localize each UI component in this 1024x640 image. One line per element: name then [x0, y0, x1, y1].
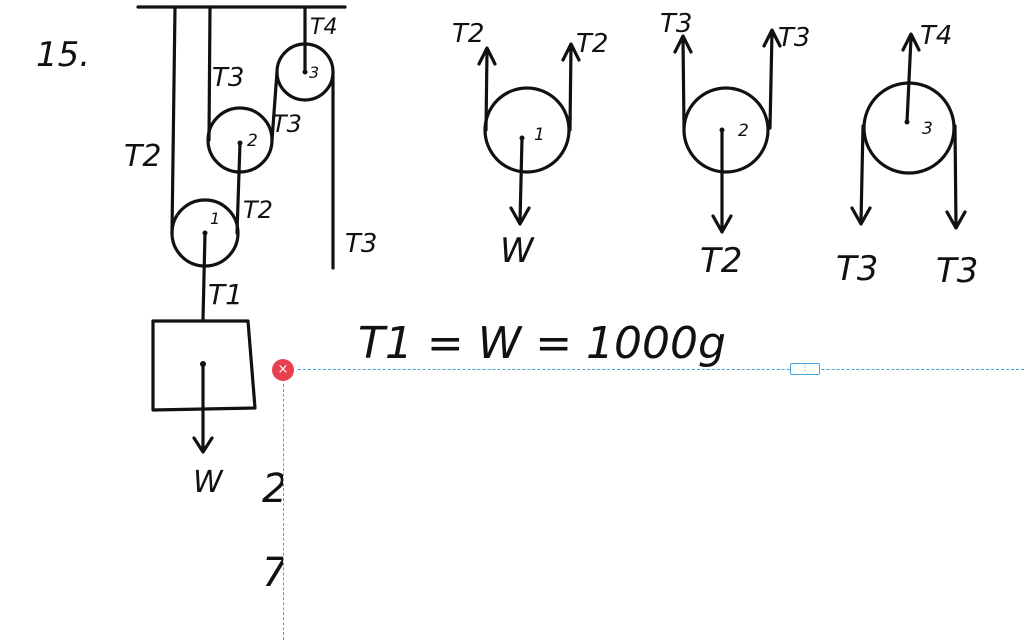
rope-t1 — [201, 231, 207, 322]
svg-text:2: 2 — [738, 121, 749, 141]
svg-text:W: W — [193, 465, 224, 500]
svg-text:T1: T1 — [208, 278, 243, 311]
drag-handle-icon: ⋮ — [800, 363, 810, 373]
svg-text:T3: T3 — [836, 249, 878, 289]
svg-text:3: 3 — [922, 119, 933, 139]
svg-text:T3: T3 — [936, 251, 978, 291]
svg-text:T4: T4 — [920, 21, 952, 51]
svg-text:W: W — [500, 231, 535, 271]
problem-number: 15. — [36, 35, 90, 75]
fbd-pulley-3: 3 T4 T3 T3 — [836, 21, 978, 291]
rope-t2-right — [235, 141, 242, 235]
svg-text:T2: T2 — [700, 241, 742, 281]
svg-text:T3: T3 — [212, 63, 244, 93]
svg-text:1: 1 — [210, 209, 220, 228]
weight-arrow-head — [192, 436, 214, 454]
svg-text:T3: T3 — [345, 229, 377, 259]
fbd-pulley-1: 1 T2 T2 W — [452, 19, 608, 271]
resize-handle[interactable]: ⋮ — [790, 363, 820, 375]
fbd-pulley-2: 2 T3 T3 T2 — [660, 9, 810, 281]
svg-text:2: 2 — [247, 131, 258, 151]
rope-t3-left — [207, 5, 212, 142]
close-button[interactable]: × — [272, 359, 294, 381]
svg-text:3: 3 — [309, 63, 319, 82]
svg-text:T4: T4 — [310, 15, 337, 40]
svg-text:T2: T2 — [243, 196, 273, 224]
rope-t3-right — [270, 70, 279, 142]
svg-text:T3: T3 — [778, 23, 810, 53]
svg-text:T3: T3 — [272, 110, 302, 138]
pulley-system: 1 2 3 T2 T3 T3 T2 T4 T3 T1 W — [124, 5, 377, 500]
close-icon: × — [277, 362, 289, 377]
rope-t2-left — [170, 5, 177, 235]
svg-text:T2: T2 — [452, 19, 484, 49]
svg-text:T2: T2 — [576, 29, 608, 59]
equation-line-1: T1 = W = 1000g — [358, 318, 726, 369]
hanging-block — [151, 319, 257, 412]
svg-text:T3: T3 — [660, 9, 692, 39]
selection-box[interactable] — [283, 369, 1024, 640]
svg-text:1: 1 — [534, 125, 545, 145]
svg-text:T2: T2 — [124, 139, 161, 174]
